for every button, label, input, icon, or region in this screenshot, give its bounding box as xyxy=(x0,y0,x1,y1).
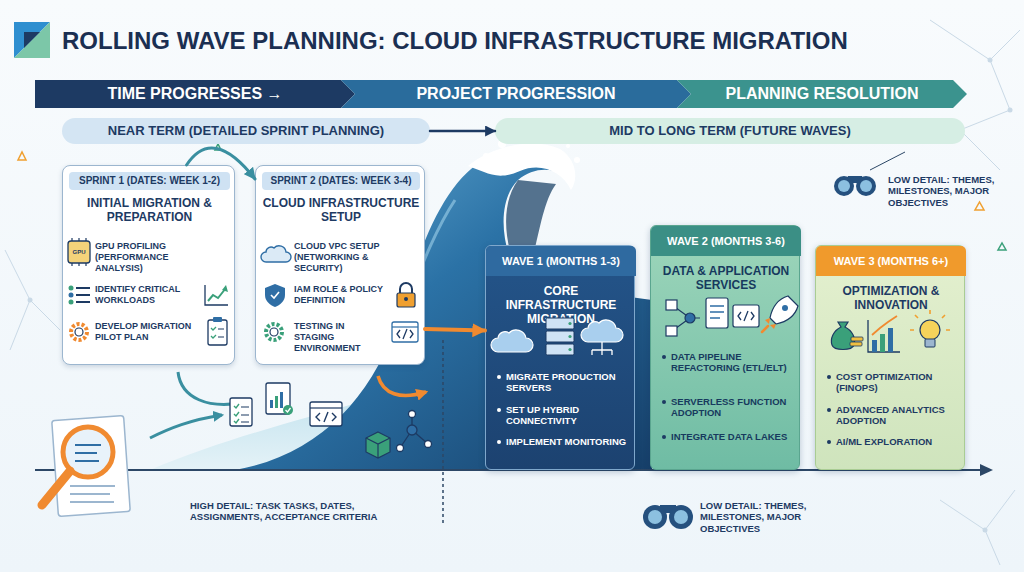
money-bag-icon xyxy=(831,322,863,350)
horizon-text: MID TO LONG TERM (FUTURE WAVES) xyxy=(495,118,965,144)
flow-arrow xyxy=(378,376,426,395)
chart-icon xyxy=(205,285,228,305)
network-dots xyxy=(28,58,1013,533)
bar-chart-icon xyxy=(868,316,900,352)
sprint-heading: CLOUD INFRASTRUCTURE SETUP xyxy=(262,196,420,224)
lock-icon xyxy=(397,283,415,307)
report-icon xyxy=(266,383,293,415)
horizon-text: NEAR TERM (DETAILED SPRINT PLANNING) xyxy=(62,118,430,144)
wave-item: AI/ML EXPLORATION xyxy=(836,436,958,447)
wave-foam xyxy=(468,144,575,190)
shield-icon xyxy=(265,284,285,307)
timeline-banner: TIME PROGRESSES → xyxy=(35,80,355,108)
wave-header: WAVE 3 (MONTHS 6+) xyxy=(816,246,966,276)
checklist-icon xyxy=(230,398,252,426)
wave-heading: DATA & APPLICATION SERVICES xyxy=(659,264,793,292)
bullet-dot xyxy=(662,435,666,439)
bullet-dot xyxy=(827,375,831,379)
code-icon xyxy=(310,402,342,426)
bullet-dot xyxy=(662,400,666,404)
wave-item: COST OPTIMIZATION (FINOPS) xyxy=(836,371,958,394)
wave-card: WAVE 3 (MONTHS 6+) OPTIMIZATION & INNOVAT… xyxy=(815,245,965,470)
sprint-card: SPRINT 2 (DATES: WEEK 3-4) CLOUD INFRASTR… xyxy=(255,165,425,365)
flow-connector xyxy=(430,130,495,133)
detail-note: HIGH DETAIL: TASK TASKS, DATES, ASSIGNME… xyxy=(190,500,395,523)
bullet-dot xyxy=(827,408,831,412)
task-item: TESTING IN STAGING ENVIRONMENT xyxy=(294,321,386,353)
cloud-icon xyxy=(491,330,533,352)
list-icon xyxy=(69,286,91,305)
bullet-dot xyxy=(827,440,831,444)
wave-header: WAVE 1 (MONTHS 1-3) xyxy=(486,246,636,276)
server-lights xyxy=(568,322,571,351)
wave-heading: CORE INFRASTRUCTURE MIGRATION xyxy=(494,284,628,326)
banner-text: PROJECT PROGRESSION xyxy=(341,80,691,108)
binoculars-icon xyxy=(643,505,693,529)
gear-icon xyxy=(71,324,87,340)
sprint-header: SPRINT 2 (DATES: WEEK 3-4) xyxy=(262,172,420,190)
banner-text: TIME PROGRESSES → xyxy=(35,80,355,108)
pipeline-icon xyxy=(666,300,700,336)
divider-line xyxy=(442,340,444,525)
horizon-band: NEAR TERM (DETAILED SPRINT PLANNING) xyxy=(62,118,430,144)
timeline-arrowhead xyxy=(980,464,993,476)
leader-line xyxy=(870,152,905,170)
binoculars-icon xyxy=(834,176,876,196)
cube-icon xyxy=(366,432,390,458)
cloud-icon xyxy=(261,246,291,262)
diagram-title: ROLLING WAVE PLANNING: CLOUD INFRASTRUCT… xyxy=(62,27,848,55)
task-item: CLOUD VPC SETUP (NETWORKING & SECURITY) xyxy=(294,241,418,273)
wave-item: IMPLEMENT MONITORING xyxy=(506,436,628,447)
horizon-band: MID TO LONG TERM (FUTURE WAVES) xyxy=(495,118,965,144)
wave-item: MIGRATE PRODUCTION SERVERS xyxy=(506,371,628,394)
bullet-dot xyxy=(497,375,501,379)
detail-note: LOW DETAIL: THEMES, MILESTONES, MAJOR OB… xyxy=(888,174,1006,208)
flow-arrow xyxy=(150,415,222,438)
wave-card: WAVE 2 (MONTHS 3-6) DATA & APPLICATION SE… xyxy=(650,225,800,470)
gear-icon xyxy=(266,324,282,340)
wave-header: WAVE 2 (MONTHS 3-6) xyxy=(651,226,801,256)
network-icon xyxy=(397,411,432,452)
wave-card: WAVE 1 (MONTHS 1-3) CORE INFRASTRUCTURE M… xyxy=(485,245,635,470)
gpu-chip-icon xyxy=(68,238,90,266)
logo xyxy=(14,22,50,58)
task-item: GPU PROFILING (PERFORMANCE ANALYSIS) xyxy=(95,241,203,273)
lightbulb-icon xyxy=(910,310,950,347)
clipboard-icon xyxy=(208,317,227,345)
sprint-card: SPRINT 1 (DATES: WEEK 1-2) INITIAL MIGRAT… xyxy=(62,165,235,365)
wave-item: DATA PIPELINE REFACTORING (ETL/ELT) xyxy=(671,351,793,374)
banner-text: PLANNING RESOLUTION xyxy=(677,80,967,108)
task-item: IDENTIFY CRITICAL WORKLOADS xyxy=(95,284,203,306)
flow-connector xyxy=(187,148,255,179)
timeline-banner: PLANNING RESOLUTION xyxy=(677,80,967,108)
sprint-heading: INITIAL MIGRATION & PREPARATION xyxy=(69,196,230,224)
code-window-icon xyxy=(392,322,418,342)
timeline-banner: PROJECT PROGRESSION xyxy=(341,80,691,108)
rocket-icon xyxy=(762,296,798,332)
wave-item: INTEGRATE DATA LAKES xyxy=(671,431,793,442)
bullet-dot xyxy=(497,408,501,412)
wave-item: SET UP HYBRID CONNECTIVITY xyxy=(506,404,628,427)
wave xyxy=(235,147,652,470)
wave-item: SERVERLESS FUNCTION ADOPTION xyxy=(671,396,793,419)
magnifier-illustration xyxy=(42,416,130,517)
task-item: IAM ROLE & POLICY DEFINITION xyxy=(294,284,386,306)
code-window-icon xyxy=(733,305,759,327)
bullet-dot xyxy=(497,440,501,444)
server-icon xyxy=(546,318,574,355)
detail-note: LOW DETAIL: THEMES, MILESTONES, MAJOR OB… xyxy=(700,500,825,534)
wave-heading: OPTIMIZATION & INNOVATION xyxy=(824,284,958,312)
cloud-network-icon xyxy=(581,320,623,355)
sprint-header: SPRINT 1 (DATES: WEEK 1-2) xyxy=(69,172,230,190)
document-icon xyxy=(706,298,728,328)
bullet-dot xyxy=(662,355,666,359)
wave-item: ADVANCED ANALYTICS ADOPTION xyxy=(836,404,958,427)
task-item: DEVELOP MIGRATION PILOT PLAN xyxy=(95,321,203,343)
network-decor xyxy=(5,20,1020,565)
flow-connector xyxy=(425,329,485,331)
